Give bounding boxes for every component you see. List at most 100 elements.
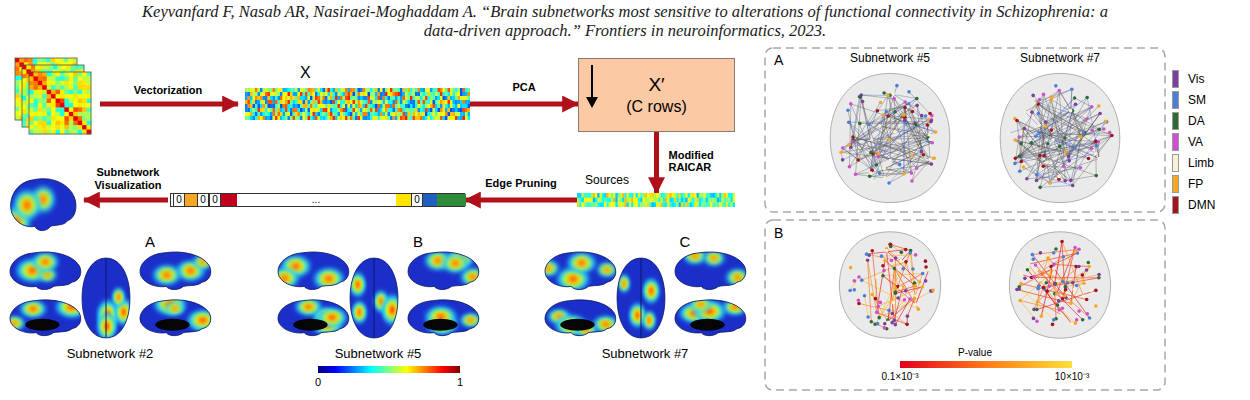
roi-dot <box>913 297 917 301</box>
strip-cell <box>285 96 288 100</box>
roi-dot <box>910 179 914 183</box>
cortex-base <box>617 258 665 338</box>
roi-dot <box>908 297 912 301</box>
strip-cell <box>420 96 423 100</box>
activation-blob <box>354 279 362 290</box>
roi-dot <box>1094 289 1098 293</box>
vectorization-arrow <box>100 102 238 107</box>
connectivity-edge <box>909 92 932 116</box>
roi-dot <box>879 301 883 305</box>
strip-cell <box>448 92 451 96</box>
strip-cell <box>393 92 396 96</box>
strip-cell <box>273 96 276 100</box>
roi-dot <box>1104 120 1108 124</box>
roi-dot <box>1090 105 1094 109</box>
connectivity-edge <box>1050 113 1100 183</box>
connectivity-edge <box>905 102 916 125</box>
connectivity-edge <box>849 119 928 166</box>
matrix-cell <box>29 121 34 126</box>
roi-dot <box>1034 263 1038 267</box>
roi-dot <box>1069 302 1073 306</box>
roi-dot <box>891 92 895 96</box>
matrix-cell <box>35 65 40 70</box>
strip-cell <box>313 88 316 92</box>
strip-cell <box>400 96 403 100</box>
strip-cell <box>325 88 328 92</box>
roi-dot <box>1031 253 1035 257</box>
strip-cell <box>390 92 393 96</box>
roi-dot <box>1048 181 1052 185</box>
matrix-cell <box>33 81 38 86</box>
strip-cell <box>335 92 338 96</box>
activation-map <box>97 288 133 339</box>
strip-cell <box>340 88 343 92</box>
activation-blob <box>449 259 462 268</box>
strip-cell <box>328 96 331 100</box>
roi-dot <box>929 120 933 124</box>
strip-cell <box>370 92 373 96</box>
activation-blob <box>160 270 173 279</box>
roi-dot <box>858 95 862 99</box>
matrix-cell <box>38 116 43 121</box>
strip-cell <box>280 100 283 104</box>
connectivity-edge <box>869 99 917 125</box>
matrix-cell <box>60 107 65 112</box>
matrix-cell <box>42 58 47 63</box>
roi-dot <box>1046 142 1050 146</box>
matrix-cell <box>69 85 74 90</box>
strip-cell <box>305 100 308 104</box>
cortex-base <box>11 179 76 231</box>
activation-blob <box>33 253 58 271</box>
roi-dot <box>928 158 932 162</box>
strip-cell <box>278 88 281 92</box>
roi-dot <box>1045 160 1049 164</box>
matrix-cell <box>78 103 83 108</box>
strip-cell <box>383 88 386 92</box>
strip-cell <box>250 96 253 100</box>
cortex-outline <box>675 300 746 336</box>
strip-cell <box>303 88 306 92</box>
roi-dot <box>1041 256 1045 260</box>
roi-dot <box>1097 273 1101 277</box>
strip-cell <box>378 88 381 92</box>
roi-dot <box>1082 131 1086 135</box>
strip-cell <box>438 88 441 92</box>
roi-dot <box>934 130 938 134</box>
matrix-cell <box>69 99 74 104</box>
connectivity-edge <box>890 244 910 250</box>
matrix-cell <box>15 76 20 81</box>
roi-dot <box>924 279 928 283</box>
roi-dot <box>887 309 891 313</box>
strip-cell <box>408 88 411 92</box>
roi-dot <box>1070 322 1074 326</box>
strip-cell <box>263 100 266 104</box>
strip-cell <box>418 96 421 100</box>
activation-blob <box>724 299 747 315</box>
connectivity-edge <box>856 164 932 174</box>
roi-dot <box>1019 142 1023 146</box>
strip-cell <box>320 100 323 104</box>
matrix-cell <box>31 65 36 70</box>
strip-cell <box>443 92 446 96</box>
roi-dot <box>1085 96 1089 100</box>
roi-dot <box>915 166 919 170</box>
matrix-cell <box>78 85 83 90</box>
activation-blob <box>112 288 125 306</box>
connectivity-edge <box>1075 98 1092 107</box>
matrix-cell <box>66 65 71 70</box>
cortex-outline <box>278 300 349 336</box>
matrix-cell <box>38 107 43 112</box>
roi-dot <box>1070 87 1074 91</box>
matrix-cell <box>56 76 61 81</box>
matrix-cell <box>38 76 43 81</box>
connectivity-edge <box>1073 111 1081 137</box>
activation-map <box>271 256 343 289</box>
activation-blob <box>620 278 628 289</box>
matrix-cell <box>51 85 56 90</box>
matrix-cell <box>59 58 64 63</box>
connectivity-edge <box>912 159 930 180</box>
strip-cell <box>415 92 418 96</box>
roi-dot <box>1042 93 1046 97</box>
activation-blob <box>556 315 561 319</box>
connectivity-matrix <box>22 65 84 127</box>
